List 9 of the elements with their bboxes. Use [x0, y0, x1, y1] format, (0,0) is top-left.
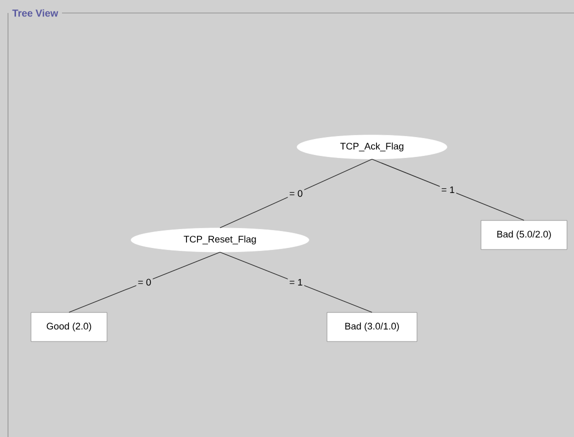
branch-line: [220, 158, 372, 228]
leaf-box: Bad (5.0/2.0): [480, 220, 568, 250]
edge-label: = 0: [288, 188, 304, 198]
branch-line: [68, 252, 220, 313]
branch-line: [220, 252, 372, 313]
leaf-box: Good (2.0): [30, 312, 108, 342]
leaf-box: Bad (3.0/1.0): [326, 312, 418, 342]
branch-line: [372, 158, 524, 221]
panel-title: Tree View: [12, 9, 58, 17]
